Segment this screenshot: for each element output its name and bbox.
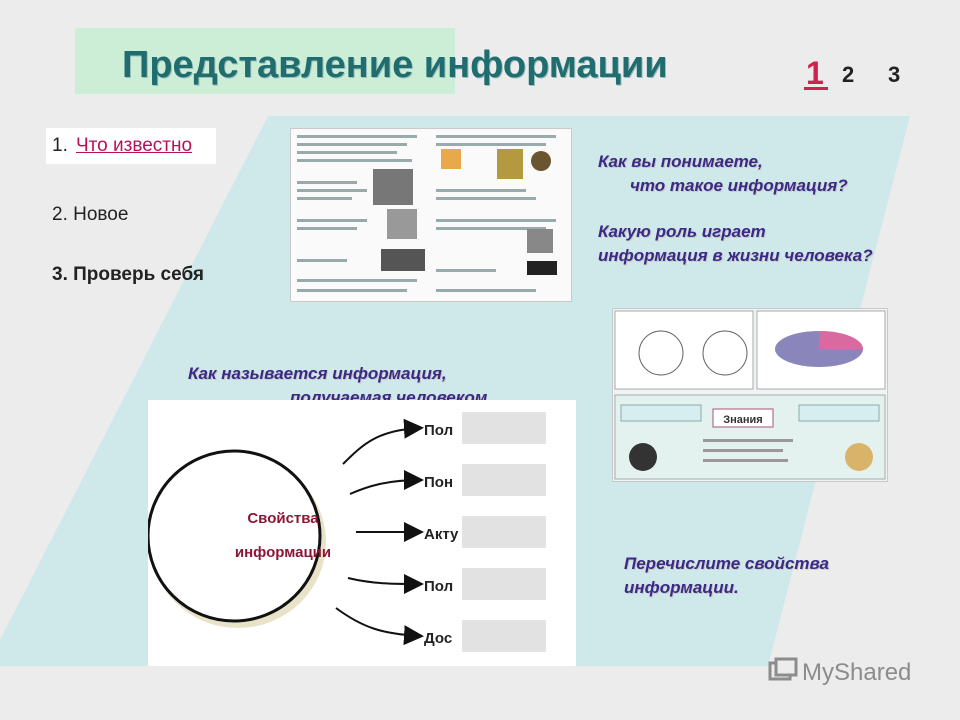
properties-circle — [148, 449, 322, 623]
question-understanding: Как вы понимаете, что такое информация? — [598, 150, 848, 198]
myshared-logo-icon — [768, 657, 798, 681]
question-line: получаемая человеком — [290, 388, 488, 400]
property-label: Пол — [424, 422, 454, 439]
page-link-3[interactable]: 3 — [888, 62, 901, 87]
page-link-2[interactable]: 2 — [842, 62, 855, 87]
property-label: Акту — [424, 526, 459, 543]
page-title: Представление информации — [122, 44, 668, 86]
circle-label-line2: информации — [234, 544, 332, 561]
menu-item-number: 1. — [52, 135, 68, 156]
question-line: Перечислите свойства — [624, 554, 830, 573]
hidden-answer-box[interactable] — [462, 568, 546, 600]
question-properties: Перечислите свойства информации. — [624, 552, 829, 600]
question-line: Как вы понимаете, — [598, 152, 763, 171]
knowledge-thumbnail: Знания — [612, 308, 888, 482]
hidden-answer-box[interactable] — [462, 412, 546, 444]
menu-item-check[interactable]: 3. Проверь себя — [52, 264, 205, 285]
question-line: что такое информация? — [630, 176, 848, 195]
arrow-1 — [342, 418, 424, 465]
watermark-text: MyShared — [802, 659, 912, 686]
knowledge-label: Знания — [723, 414, 762, 426]
properties-diagram: Свойства информации Пол Пон Акту Пол Дос — [148, 400, 576, 666]
question-line: Как называется информация, — [188, 364, 447, 383]
property-label: Дос — [424, 630, 453, 647]
title-background — [75, 28, 455, 94]
watermark: MyShared — [768, 657, 911, 687]
page-link-1[interactable]: 1 — [804, 55, 828, 91]
arrow-2 — [349, 470, 424, 495]
arrow-4 — [347, 573, 424, 594]
property-label: Пол — [424, 578, 454, 595]
menu-item-new[interactable]: 2. Новое — [52, 204, 129, 225]
question-line: информации. — [624, 578, 739, 597]
circle-label-line1: Свойства — [247, 510, 319, 527]
hidden-answer-box[interactable] — [462, 464, 546, 496]
diagram-shapes — [148, 418, 424, 646]
menu-link-known[interactable]: Что известно — [76, 135, 193, 156]
property-label: Пон — [424, 474, 454, 491]
menu-item-known[interactable]: 1. Что известно — [46, 128, 216, 164]
arrow-5 — [335, 607, 424, 646]
question-name: Как называется информация, получаемая че… — [188, 362, 487, 400]
question-line: информация в жизни человека? — [598, 246, 873, 265]
computer-applications-thumbnail — [290, 128, 572, 302]
question-line: Какую роль играет — [598, 222, 766, 241]
hidden-answer-box[interactable] — [462, 516, 546, 548]
question-role: Какую роль играет информация в жизни чел… — [598, 220, 873, 268]
thumbnail-content-icon: Знания — [614, 310, 886, 480]
thumbnail-content-icon — [297, 135, 557, 292]
hidden-answer-box[interactable] — [462, 620, 546, 652]
